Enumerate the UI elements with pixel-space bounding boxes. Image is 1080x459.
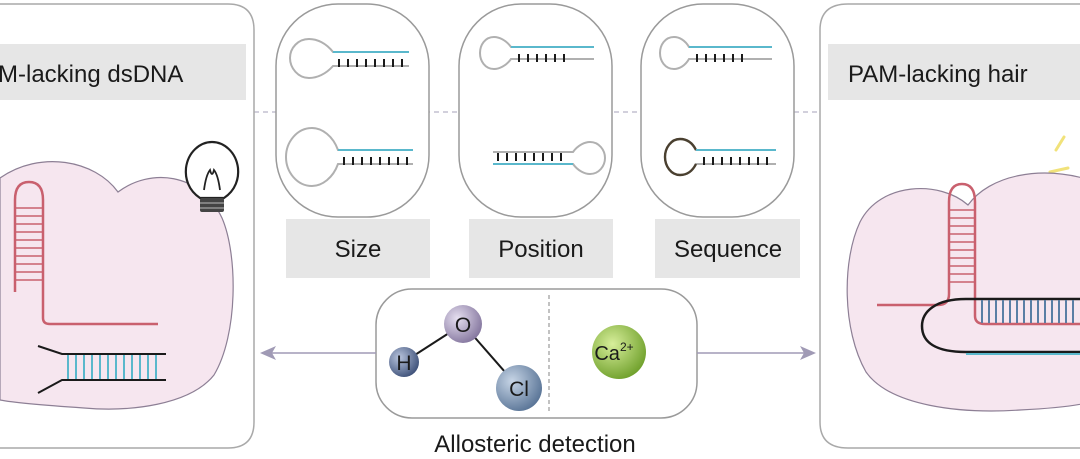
o-atom-label: O — [455, 314, 471, 337]
left-panel-title: M-lacking dsDNA — [0, 61, 183, 88]
size-label-box — [286, 219, 430, 278]
size-small-loop-hairpin — [288, 37, 409, 80]
left-panel: M-lacking dsDNA — [0, 3, 255, 449]
right-protein-blob — [846, 172, 1080, 412]
left-title-box — [0, 44, 246, 100]
right-panel: PAM-lacking hair — [819, 3, 1080, 449]
cl-atom-label: Cl — [509, 378, 529, 401]
right-panel-frame — [819, 3, 1080, 449]
right-title-box — [828, 44, 1080, 100]
calcium-charge: 2+ — [620, 340, 634, 354]
sequence-pill — [640, 3, 795, 218]
calcium-symbol: Ca — [594, 343, 620, 365]
left-dsdna — [37, 345, 166, 394]
position-pill — [458, 3, 613, 218]
right-arrow — [697, 346, 816, 360]
position-label-box — [469, 219, 613, 278]
sequence-label-box — [655, 219, 800, 278]
left-arrow — [260, 346, 376, 360]
position-label: Position — [498, 236, 583, 263]
allosteric-detection: H O Cl Ca2+ — [375, 288, 698, 419]
position-right-loop-hairpin — [493, 140, 607, 176]
size-variable: Size — [275, 3, 430, 278]
left-panel-frame — [0, 3, 255, 449]
position-variable: Position — [458, 3, 613, 278]
allosteric-caption: Allosteric detection — [434, 431, 635, 458]
sequence-gray-loop-hairpin — [658, 35, 772, 71]
calcium-ion: Ca2+ — [592, 325, 646, 379]
h-atom: H — [389, 347, 419, 377]
o-atom: O — [444, 305, 482, 343]
size-label: Size — [335, 236, 382, 263]
sequence-dark-loop-hairpin — [663, 137, 776, 177]
right-target-hairpin — [920, 297, 1080, 355]
sequence-label: Sequence — [674, 236, 782, 263]
size-pill — [275, 3, 430, 218]
position-left-loop-hairpin — [478, 35, 594, 71]
right-panel-title: PAM-lacking hair — [848, 61, 1028, 88]
left-protein-blob — [0, 161, 234, 410]
cl-atom: Cl — [496, 365, 542, 411]
calcium-ion-label: Ca2+ — [594, 340, 633, 365]
lightbulb-icon — [184, 140, 240, 212]
h-atom-label: H — [396, 352, 411, 375]
sequence-variable: Sequence — [640, 3, 800, 278]
size-large-loop-hairpin — [284, 126, 413, 188]
left-red-hairpin — [13, 180, 158, 326]
